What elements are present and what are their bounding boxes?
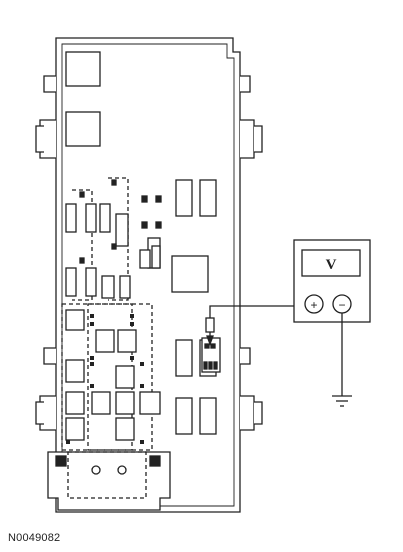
voltmeter-positive-terminal xyxy=(304,294,324,314)
lower-fuse-block-terminals xyxy=(66,314,144,444)
figure-id-label: N0049082 xyxy=(8,532,61,544)
lower-fuse-block-inner-dashed xyxy=(87,303,133,451)
positive-terminal-label: + xyxy=(310,298,317,312)
bottom-connector-dashed xyxy=(67,451,147,499)
relay-top-1 xyxy=(65,51,101,87)
upper-right-fuses xyxy=(139,179,217,293)
ground-symbol-icon xyxy=(332,395,352,407)
relay-top-2 xyxy=(65,111,101,147)
connector-tab-right xyxy=(149,455,161,467)
left-side-latches xyxy=(35,75,56,431)
lower-fuse-block-relays xyxy=(65,309,161,441)
lower-fuse-block-dashed xyxy=(61,303,153,451)
voltmeter-display-symbol: V xyxy=(326,257,337,273)
bottom-connector xyxy=(47,451,171,511)
connector-hole-left xyxy=(91,465,101,475)
negative-terminal-label: − xyxy=(338,298,345,312)
voltmeter-display xyxy=(301,249,361,277)
upper-mini-fuses xyxy=(65,179,131,299)
fuse-under-test xyxy=(201,337,221,373)
probe-positive-lead xyxy=(205,305,306,346)
connector-hole-right xyxy=(117,465,127,475)
connector-tab-left xyxy=(55,455,67,467)
right-side-latches xyxy=(240,75,263,431)
